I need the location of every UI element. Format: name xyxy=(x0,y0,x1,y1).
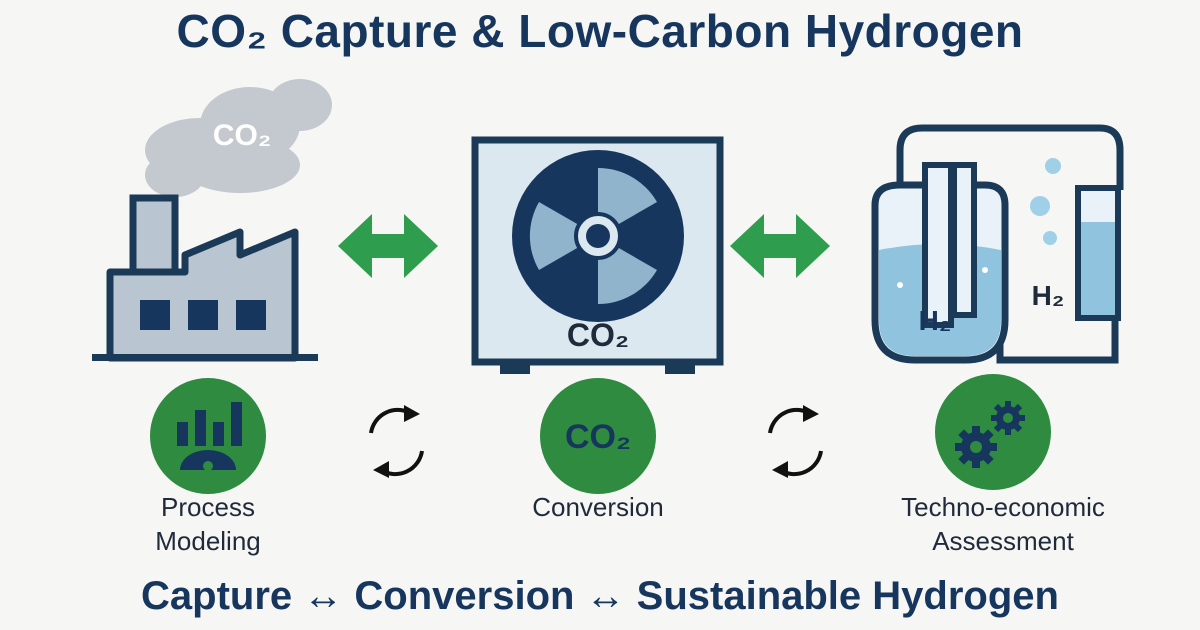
conversion-icon-co2-label: CO₂ xyxy=(565,418,631,456)
tube-h2-label: H₂ xyxy=(1032,280,1065,311)
step-label-conversion: Conversion xyxy=(532,492,664,522)
page-title: CO₂ Capture & Low-Carbon Hydrogen xyxy=(176,5,1024,57)
tea-label-line2: Assessment xyxy=(932,526,1074,556)
electrolyzer-icon: H₂ H₂ xyxy=(871,124,1124,364)
process-modeling-icon xyxy=(150,378,266,494)
double-arrow-icon-right xyxy=(730,214,830,278)
capture-co2-label: CO₂ xyxy=(567,317,629,353)
page-subtitle: Capture ↔ Conversion ↔ Sustainable Hydro… xyxy=(141,574,1059,618)
double-arrow-icon-left xyxy=(338,214,438,278)
tea-label-line1: Techno-economic xyxy=(901,492,1105,522)
techno-economic-gears-icon xyxy=(935,374,1051,490)
step-label-techno-economic: Techno-economic Assessment xyxy=(853,490,1153,558)
step-label-process-modeling: Process Modeling xyxy=(108,490,308,558)
co2-capture-unit-icon: CO₂ xyxy=(471,136,724,374)
process-label-line1: Process xyxy=(161,492,255,522)
co2-cloud-icon: CO₂ xyxy=(145,79,332,197)
cycle-arrows-icon-left xyxy=(369,405,424,478)
process-label-line2: Modeling xyxy=(155,526,261,556)
cycle-arrows-icon-right xyxy=(768,405,823,478)
factory-icon xyxy=(92,194,318,362)
vessel-h2-label: H₂ xyxy=(919,305,952,336)
conversion-icon: CO₂ xyxy=(540,378,656,494)
cloud-co2-label: CO₂ xyxy=(213,119,271,152)
